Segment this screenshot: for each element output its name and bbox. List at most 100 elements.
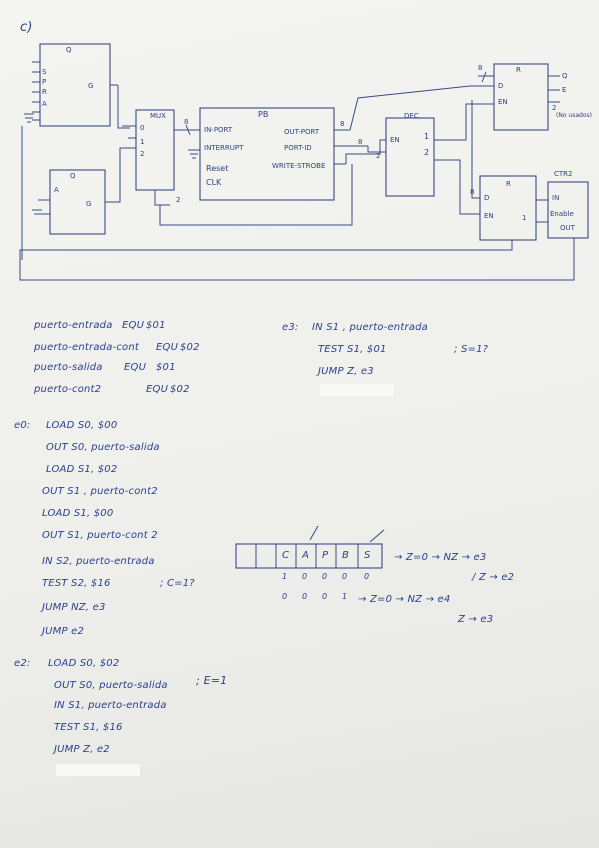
reg-top-en: EN (498, 98, 508, 106)
pb-out-port: OUT-PORT (284, 128, 320, 136)
mux-in2: 2 (140, 150, 145, 158)
code-line: OUT S1, puerto-cont 2 (42, 530, 158, 541)
dec-en: EN (390, 136, 400, 144)
code-line: JUMP Z, e2 (54, 744, 110, 755)
bit-value: 1 (342, 592, 348, 601)
dec-out1: 1 (424, 132, 430, 141)
register-top-box (493, 63, 549, 131)
decoder-box (385, 117, 435, 197)
const-op: EQU (124, 362, 147, 373)
code-line: IN S1 , puerto-entrada (312, 322, 428, 333)
bit-cell: B (342, 550, 350, 561)
reg-top-bus: 8 (478, 64, 483, 72)
mux-title: MUX (150, 112, 166, 120)
ff-top-p: P (42, 78, 47, 86)
bit-result-1b: / Z → e2 (472, 572, 515, 583)
const-val: $02 (180, 342, 200, 353)
ff-bottom-a: A (54, 186, 59, 194)
pb-processor-box (199, 107, 335, 201)
code-comment: ; E=1 (196, 674, 228, 687)
bit-value: 0 (302, 572, 308, 581)
code-line: LOAD S0, $00 (46, 420, 118, 431)
e2-label: e2: (14, 658, 31, 669)
bit-value: 0 (322, 572, 328, 581)
const-op: EQU (156, 342, 179, 353)
bit-cell: A (302, 550, 310, 561)
bit-cell: C (282, 550, 290, 561)
pb-interrupt: INTERRUPT (204, 144, 244, 152)
bit-value: 0 (302, 592, 308, 601)
ff-bottom-q: Q (70, 172, 76, 180)
code-line: JUMP e2 (42, 626, 85, 637)
code-line: LOAD S1, $02 (46, 464, 118, 475)
const-op: EQU (122, 320, 145, 331)
const-name: puerto-entrada-cont (34, 342, 140, 353)
const-val: $01 (146, 320, 166, 331)
reg-bottom-bus: 8 (470, 188, 475, 196)
correction-mark (56, 764, 140, 776)
code-comment: ; S=1? (454, 344, 489, 355)
code-line: TEST S2, $16 (42, 578, 111, 589)
mux-sel: 2 (176, 196, 181, 204)
reg-bottom-en: EN (484, 212, 494, 220)
feedback-wire (19, 238, 575, 281)
pb-title: PB (258, 110, 269, 119)
const-val: $01 (156, 362, 176, 373)
dec-bus: 2 (376, 152, 381, 160)
reg-top-e-out: E (562, 86, 567, 94)
ff-bottom-g: G (86, 200, 92, 208)
correction-mark (320, 384, 394, 396)
bit-value: 0 (282, 592, 288, 601)
e3-label: e3: (282, 322, 299, 333)
bit-result-2b: Z → e3 (458, 614, 494, 625)
reg-top-q-out: Q (562, 72, 568, 80)
register-bottom-box (479, 175, 537, 241)
bit-value: 0 (322, 592, 328, 601)
reg-bottom-r: R (506, 180, 511, 188)
code-line: JUMP NZ, e3 (42, 602, 106, 613)
const-op: EQU (146, 384, 169, 395)
counter-box (547, 181, 589, 239)
code-line: OUT S0, puerto-salida (54, 680, 168, 691)
ff-top-r: R (42, 88, 47, 96)
ctr-in: IN (552, 194, 560, 202)
reg-top-note-num: 2 (552, 104, 557, 112)
const-name: puerto-entrada (34, 320, 113, 331)
code-line: TEST S1, $01 (318, 344, 387, 355)
pb-write-strobe: WRITE-STROBE (272, 162, 326, 170)
reg-top-note: (No usados) (556, 112, 592, 119)
bit-value: 0 (364, 572, 370, 581)
code-line: LOAD S1, $00 (42, 508, 114, 519)
reg-bottom-d: D (484, 194, 490, 202)
part-label: c) (20, 20, 33, 35)
ctr-enable: Enable (550, 210, 574, 218)
ff-top-s: S (42, 68, 47, 76)
mux-in0: 0 (140, 124, 145, 132)
pb-port-id: PORT-ID (284, 144, 312, 152)
pb-clk: CLK (206, 178, 222, 187)
code-line: TEST S1, $16 (54, 722, 123, 733)
code-line: OUT S1 , puerto-cont2 (42, 486, 158, 497)
pb-in-port: IN-PORT (204, 126, 233, 134)
bit-result-2: → Z=0 → NZ → e4 (358, 594, 451, 605)
ff-top-q: Q (66, 46, 72, 54)
pb-reset: Reset (206, 164, 229, 173)
dec-out2: 2 (424, 148, 430, 157)
ctr-out: OUT (560, 224, 575, 232)
code-line: IN S2, puerto-entrada (42, 556, 155, 567)
ff-top-a: A (42, 100, 47, 108)
bit-value: 1 (282, 572, 288, 581)
bit-cell: S (364, 550, 371, 561)
bit-cell: P (322, 550, 329, 561)
reg-top-d: D (498, 82, 504, 90)
code-line: IN S1, puerto-entrada (54, 700, 167, 711)
dec-title: DEC (404, 112, 419, 120)
code-line: LOAD S0, $02 (48, 658, 120, 669)
pb-bus-label: 8 (340, 120, 345, 128)
pb-bus2-label: 8 (358, 138, 363, 146)
code-comment: ; C=1? (160, 578, 195, 589)
bit-result-1: → Z=0 → NZ → e3 (394, 552, 487, 563)
